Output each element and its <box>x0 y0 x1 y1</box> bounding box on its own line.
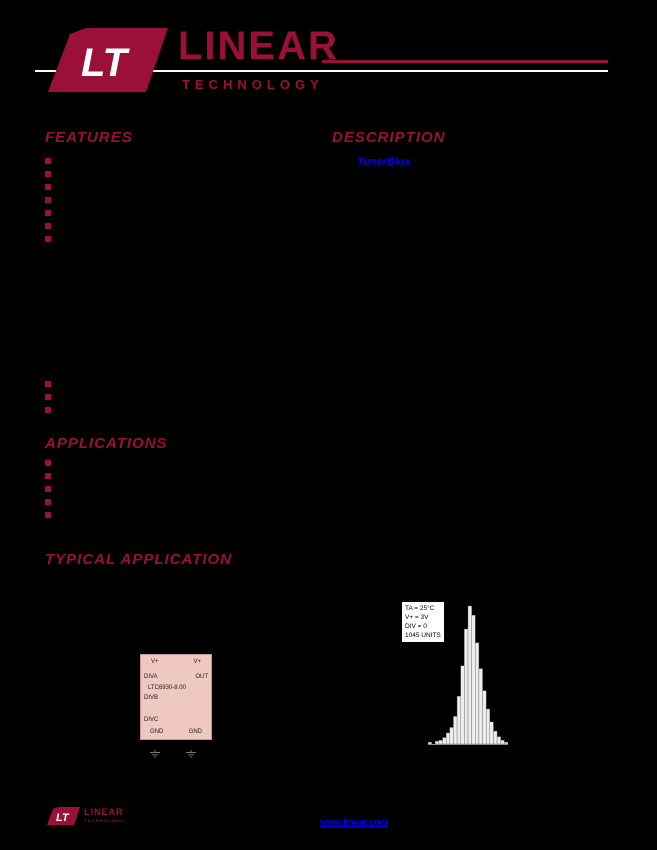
histogram-bar <box>453 716 458 745</box>
histogram-bar <box>467 605 472 745</box>
header-part-rule <box>322 60 608 63</box>
typical-application-chart: TA = 25°C V+ = 3V DIV = 0 1045 UNITS <box>398 598 528 750</box>
chip-pin-divb: DIVB <box>144 695 159 701</box>
bullet-square-icon <box>45 381 51 387</box>
footer-link[interactable]: www.linear.com <box>320 817 388 827</box>
histogram-bar <box>485 708 491 745</box>
chip-pin-vplus-left: V+ <box>151 659 159 665</box>
histogram-bar <box>449 727 454 745</box>
typical-application-heading: TYPICAL APPLICATION <box>45 551 233 568</box>
histogram-bar <box>489 721 494 745</box>
annotation-line: V+ = 3V <box>405 614 429 621</box>
histogram-bar <box>482 690 487 745</box>
histogram-bar <box>442 737 447 745</box>
ground-icon <box>186 750 196 758</box>
bullet-square-icon <box>45 171 51 177</box>
chip-pin-gnd-left: GND <box>150 729 164 735</box>
histogram-bar <box>464 628 469 745</box>
bullet-square-icon <box>45 460 51 466</box>
chip-pin-vplus-right: V+ <box>193 659 201 665</box>
chip-pin-out: OUT <box>195 674 208 680</box>
annotation-line: 1045 UNITS <box>405 632 441 639</box>
histogram-bar <box>456 695 461 745</box>
chip-pin-divc: DIVC <box>144 717 159 723</box>
bullet-square-icon <box>45 184 51 190</box>
histogram-bar <box>435 741 440 745</box>
bullet-square-icon <box>45 486 51 492</box>
applications-heading: APPLICATIONS <box>45 435 168 452</box>
bullet-square-icon <box>45 394 51 400</box>
histogram-bar <box>471 615 476 745</box>
bullet-square-icon <box>45 210 51 216</box>
histogram-bar <box>500 740 505 745</box>
description-heading: DESCRIPTION <box>332 129 446 146</box>
ground-icon <box>150 750 160 758</box>
annotation-line: DIV = 0 <box>405 623 427 630</box>
chip-pin-gnd-right: GND <box>188 729 202 735</box>
applications-bullet-list <box>45 460 51 525</box>
lt-logo-icon: LT <box>47 807 80 825</box>
footer-brand-name: LINEAR <box>84 807 124 817</box>
bullet-square-icon <box>45 473 51 479</box>
histogram-bar <box>478 668 483 745</box>
features-bullet-list-2 <box>45 381 51 420</box>
brand-name: LINEAR <box>178 24 339 68</box>
footer-logo: LT LINEAR TECHNOLOGY <box>44 806 154 830</box>
bullet-square-icon <box>45 499 51 505</box>
histogram-bar <box>428 741 432 745</box>
chip-pin-diva: DIVA <box>144 674 158 680</box>
histogram-bar <box>460 665 465 745</box>
histogram-bar <box>475 642 480 745</box>
histogram-bar <box>504 741 508 745</box>
chip-part-number: LTC6930-8.00 <box>148 685 186 691</box>
histogram-bar <box>445 732 451 745</box>
bullet-square-icon <box>45 158 51 164</box>
lt-logo-icon: LT <box>48 28 168 92</box>
header-rule <box>35 70 608 72</box>
chip-block: V+ V+ DIVA OUT LTC6930-8.00 DIVB DIVC GN… <box>140 654 212 740</box>
histogram-bars <box>428 605 508 745</box>
brand-logo: LT LINEAR TECHNOLOGY <box>36 24 376 104</box>
bullet-square-icon <box>45 223 51 229</box>
lt-logo-mark: LT <box>56 812 70 824</box>
bullet-square-icon <box>45 236 51 242</box>
bullet-square-icon <box>45 512 51 518</box>
histogram-bar <box>493 730 498 745</box>
brand-subname: TECHNOLOGY <box>182 77 324 92</box>
histogram-bar <box>438 740 443 745</box>
lt-logo-mark: LT <box>81 41 130 85</box>
bullet-square-icon <box>45 197 51 203</box>
features-heading: FEATURES <box>45 129 133 146</box>
annotation-line: TA = 25°C <box>405 605 435 612</box>
footer-brand-subname: TECHNOLOGY <box>84 818 125 823</box>
timerblox-link[interactable]: TimerBlox <box>357 156 411 168</box>
chart-annotation: TA = 25°C V+ = 3V DIV = 0 1045 UNITS <box>402 602 444 642</box>
features-bullet-list <box>45 158 51 249</box>
bullet-square-icon <box>45 407 51 413</box>
histogram-bar <box>496 736 501 745</box>
